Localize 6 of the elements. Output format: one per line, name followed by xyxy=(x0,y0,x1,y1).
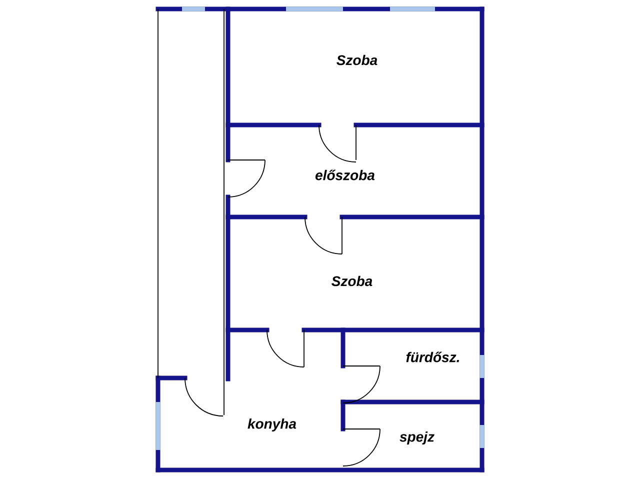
room-label: előszoba xyxy=(315,170,375,180)
room-label: konyha xyxy=(248,418,296,432)
room-label: Szoba xyxy=(336,54,378,66)
room-label: Szoba xyxy=(332,276,372,286)
room-label: fürdősz. xyxy=(406,352,460,362)
room-label: spejz xyxy=(400,431,434,445)
